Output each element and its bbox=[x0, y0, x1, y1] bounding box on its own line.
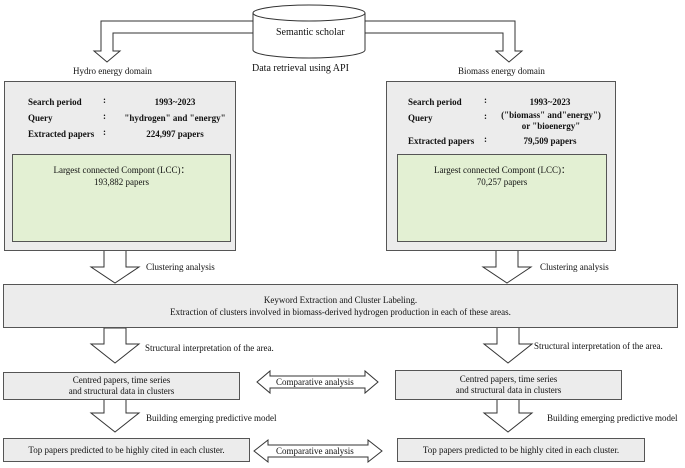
hydro-lcc-line1: Largest connected Compont (LCC)： bbox=[53, 165, 190, 175]
biomass-lcc-box bbox=[397, 154, 607, 242]
down-arrow-left-2 bbox=[89, 327, 141, 364]
hydro-colon-2: : bbox=[103, 111, 106, 121]
right-elbow-arrow bbox=[364, 20, 524, 63]
hydro-top-papers-box bbox=[3, 438, 250, 462]
biomass-structural-label: Structural interpretation of the area. bbox=[534, 341, 663, 351]
keyword-extraction-line2: Extraction of clusters involved in bioma… bbox=[170, 307, 511, 317]
hydro-predictive-model-label: Building emerging predictive model bbox=[146, 413, 277, 423]
hydro-colon-1: : bbox=[103, 95, 106, 105]
hydro-query-value: "hydrogen" and "energy" bbox=[124, 113, 226, 123]
hydro-domain-label: Hydro energy domain bbox=[73, 66, 152, 76]
biomass-centred-line2: and structural data in clusters bbox=[455, 385, 562, 395]
biomass-colon-3: : bbox=[484, 134, 487, 144]
down-arrow-left-3 bbox=[89, 397, 141, 433]
comparative-analysis-label-1: Comparative analysis bbox=[276, 377, 354, 387]
hydro-lcc-line2: 193,882 papers bbox=[94, 177, 149, 187]
keyword-extraction-box bbox=[3, 284, 678, 328]
hydro-search-period-label: Search period bbox=[28, 97, 82, 107]
biomass-extracted-papers-value: 79,509 papers bbox=[523, 136, 577, 146]
biomass-colon-1: : bbox=[484, 95, 487, 105]
biomass-centred-line1: Centred papers, time series bbox=[459, 374, 558, 384]
hydro-clustering-label: Clustering analysis bbox=[146, 262, 215, 272]
keyword-extraction-line1: Keyword Extraction and Cluster Labeling. bbox=[263, 295, 418, 305]
biomass-query-value-line2: or "bioenergy" bbox=[521, 121, 581, 131]
database-icon bbox=[252, 4, 366, 59]
hydro-centred-line1: Centred papers, time series bbox=[72, 375, 171, 385]
biomass-domain-label: Biomass energy domain bbox=[458, 66, 545, 76]
hydro-extracted-papers-value: 224,997 papers bbox=[146, 129, 204, 139]
biomass-top-papers-text: Top papers predicted to be highly cited … bbox=[422, 445, 620, 455]
biomass-lcc-line2: 70,257 papers bbox=[476, 177, 528, 187]
source-name: Semantic scholar bbox=[276, 27, 345, 38]
hydro-centred-line2: and structural data in clusters bbox=[68, 386, 175, 396]
biomass-clustering-label: Clustering analysis bbox=[540, 262, 609, 272]
hydro-lcc-box bbox=[12, 154, 231, 242]
comparative-arrow-2 bbox=[253, 438, 383, 464]
biomass-centred-papers-box bbox=[395, 370, 622, 400]
hydro-centred-papers-box bbox=[3, 372, 240, 400]
biomass-top-papers-box bbox=[397, 438, 645, 462]
left-elbow-arrow bbox=[92, 20, 254, 63]
hydro-search-period-value: 1993~2023 bbox=[154, 97, 196, 107]
hydro-colon-3: : bbox=[103, 127, 106, 137]
biomass-colon-2: : bbox=[484, 111, 487, 121]
biomass-extracted-papers-label: Extracted papers bbox=[408, 136, 475, 146]
hydro-query-label: Query bbox=[28, 113, 53, 123]
hydro-structural-label: Structural interpretation of the area. bbox=[145, 343, 274, 353]
biomass-predictive-model-label: Building emerging predictive model bbox=[547, 413, 678, 423]
biomass-search-period-label: Search period bbox=[408, 97, 462, 107]
biomass-query-label: Query bbox=[408, 113, 433, 123]
comparative-arrow-1 bbox=[256, 369, 379, 395]
comparative-analysis-label-2: Comparative analysis bbox=[276, 446, 354, 456]
down-arrow-right-3 bbox=[482, 397, 534, 433]
down-arrow-right-2 bbox=[482, 326, 534, 364]
down-arrow-right-1 bbox=[481, 249, 533, 284]
down-arrow-left-1 bbox=[89, 249, 141, 284]
hydro-top-papers-text: Top papers predicted to be highly cited … bbox=[28, 445, 225, 455]
retrieval-method-label: Data retrieval using API bbox=[252, 63, 349, 74]
biomass-lcc-line1: Largest connected Compont (LCC)： bbox=[433, 165, 571, 175]
biomass-query-value-line1: ("biomass" and"energy") bbox=[501, 110, 601, 120]
biomass-search-period-value: 1993~2023 bbox=[529, 97, 571, 107]
hydro-extracted-papers-label: Extracted papers bbox=[28, 129, 95, 139]
